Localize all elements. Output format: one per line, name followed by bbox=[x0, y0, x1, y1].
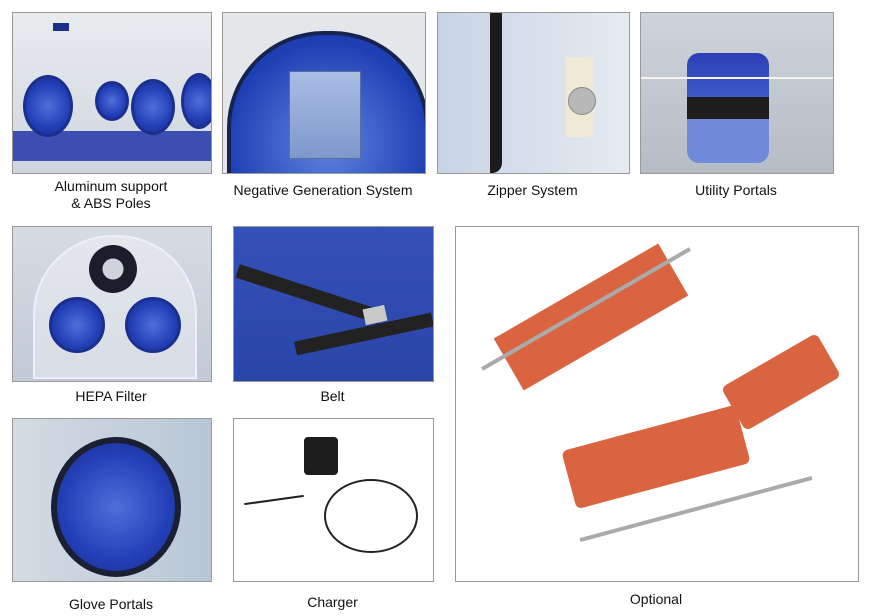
caption-line: Aluminum support bbox=[54, 178, 168, 194]
caption-belt: Belt bbox=[320, 388, 345, 404]
photo-utility-portals bbox=[640, 12, 834, 174]
photo-negative-generation-system bbox=[222, 12, 426, 174]
caption-utility-portals: Utility Portals bbox=[695, 182, 777, 198]
photo-optional-stretchers bbox=[455, 226, 859, 582]
caption-optional: Optional bbox=[629, 591, 683, 607]
caption-hepa-filter: HEPA Filter bbox=[75, 388, 147, 404]
caption-glove-portals: Glove Portals bbox=[68, 596, 154, 612]
caption-aluminum-support: Aluminum support & ABS Poles bbox=[12, 178, 210, 212]
caption-charger: Charger bbox=[307, 594, 358, 610]
photo-zipper-system bbox=[437, 12, 630, 174]
caption-line: & ABS Poles bbox=[71, 195, 151, 211]
caption-zipper-system: Zipper System bbox=[487, 182, 578, 198]
photo-glove-portals bbox=[12, 418, 212, 582]
caption-negative-generation-system: Negative Generation System bbox=[233, 182, 413, 198]
photo-charger bbox=[233, 418, 434, 582]
photo-belt bbox=[233, 226, 434, 382]
photo-hepa-filter bbox=[12, 226, 212, 382]
photo-aluminum-support bbox=[12, 12, 212, 174]
